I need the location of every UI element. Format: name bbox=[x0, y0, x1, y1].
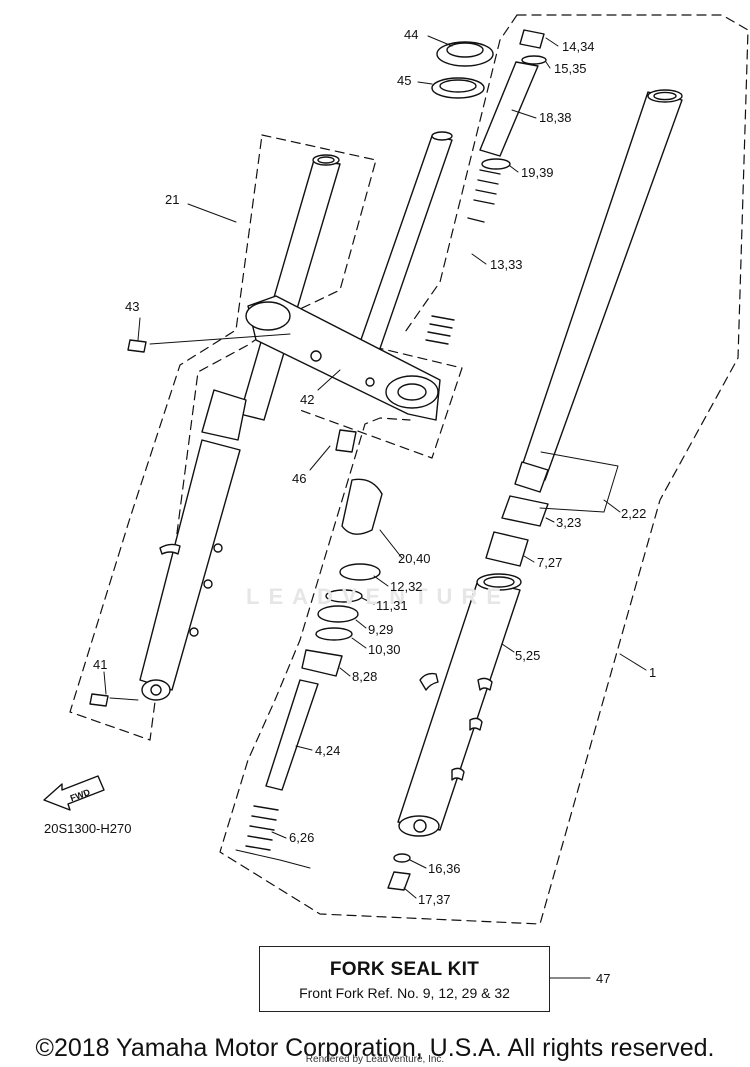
part-label-19: 19,39 bbox=[521, 165, 554, 180]
fwd-arrow: FWD bbox=[43, 775, 105, 811]
outer-tube-right bbox=[397, 573, 522, 837]
part-label-42: 42 bbox=[300, 392, 315, 407]
part-label-15: 15,35 bbox=[554, 61, 587, 76]
kit-title: FORK SEAL KIT bbox=[329, 959, 480, 980]
part-label-8: 8,28 bbox=[352, 669, 378, 684]
copyright-notice: ©2018 Yamaha Motor Corporation, U.S.A. A… bbox=[35, 1034, 715, 1062]
part-label-41: 41 bbox=[93, 657, 108, 672]
part-label-14: 14,34 bbox=[562, 39, 595, 54]
steering-stem bbox=[245, 131, 453, 421]
inner-tube-right bbox=[514, 89, 683, 493]
part-label-3: 3,23 bbox=[556, 515, 582, 530]
part-label-44: 44 bbox=[404, 27, 419, 42]
part-label-45: 45 bbox=[397, 73, 412, 88]
fork-assembly-left bbox=[139, 154, 341, 701]
bearing-parts bbox=[431, 41, 494, 99]
part-label-6: 6,26 bbox=[289, 830, 315, 845]
diagram-code: 20S1300-H270 bbox=[44, 821, 132, 836]
watermark: LEADVENTURE bbox=[246, 584, 511, 609]
fork-seal-kit-box: FORK SEAL KIT Front Fork Ref. No. 9, 12,… bbox=[259, 946, 550, 1012]
part-label-4: 4,24 bbox=[315, 743, 341, 758]
part-label-2: 2,22 bbox=[621, 506, 647, 521]
kit-subtitle: Front Fork Ref. No. 9, 12, 29 & 32 bbox=[299, 985, 510, 1001]
part-label-1: 1 bbox=[649, 665, 657, 680]
rendered-by-notice: Rendered by LeadVenture, Inc. bbox=[305, 1054, 445, 1065]
part-label-17: 17,37 bbox=[418, 892, 451, 907]
group-outline-right bbox=[219, 14, 749, 925]
part-label-12: 12,32 bbox=[390, 579, 423, 594]
part-label-11: 11,31 bbox=[376, 598, 408, 613]
part-label-13: 13,33 bbox=[490, 257, 523, 272]
part-label-5: 5,25 bbox=[515, 648, 541, 663]
part-label-21: 21 bbox=[165, 192, 180, 207]
part-label-43: 43 bbox=[125, 299, 140, 314]
leader-lines bbox=[103, 35, 647, 979]
part-label-9: 9,29 bbox=[368, 622, 394, 637]
part-label-20: 20,40 bbox=[398, 551, 431, 566]
part-label-10: 10,30 bbox=[368, 642, 401, 657]
part-label-47: 47 bbox=[596, 971, 611, 986]
part-label-46: 46 bbox=[292, 471, 307, 486]
part-label-18: 18,38 bbox=[539, 110, 572, 125]
part-label-7: 7,27 bbox=[537, 555, 563, 570]
part-label-16: 16,36 bbox=[428, 861, 461, 876]
inner-parts bbox=[89, 29, 549, 891]
